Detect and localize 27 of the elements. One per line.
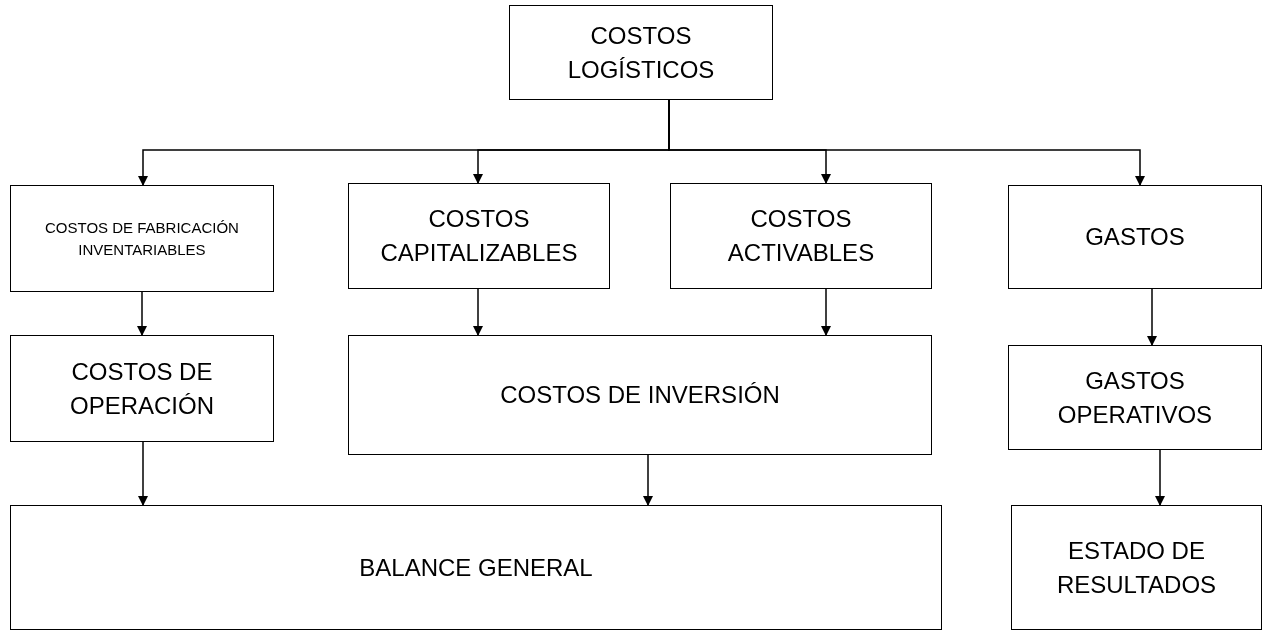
process-box (1011, 505, 1262, 630)
arrow (821, 288, 831, 336)
process-box (1008, 185, 1262, 289)
process-box (1008, 345, 1262, 450)
process-box (348, 183, 610, 289)
process-box (10, 185, 274, 292)
arrow (643, 454, 653, 506)
box-label: COSTOS LOGÍSTICOS (566, 20, 716, 85)
box-label: COSTOS CAPITALIZABLES (379, 204, 579, 268)
process-box (670, 183, 932, 289)
box-label: ESTADO DE RESULTADOS (1055, 535, 1218, 600)
process-box (10, 505, 942, 630)
arrow (138, 441, 148, 506)
process-box (10, 335, 274, 442)
arrow (137, 291, 147, 336)
box-label: COSTOS DE INVERSIÓN (500, 380, 780, 410)
arrow (1155, 449, 1165, 506)
arrow (473, 288, 483, 336)
box-label: COSTOS DE OPERACIÓN (69, 356, 215, 421)
process-box (348, 335, 932, 455)
box-label: GASTOS (1085, 222, 1185, 252)
box-label: COSTOS ACTIVABLES (726, 204, 876, 268)
arrow (1147, 288, 1157, 346)
process-box (509, 5, 773, 100)
box-label: COSTOS DE FABRICACIÓN INVENTARIABLES (44, 217, 240, 260)
box-label: GASTOS OPERATIVOS (1056, 365, 1214, 430)
box-label: BALANCE GENERAL (359, 552, 593, 583)
